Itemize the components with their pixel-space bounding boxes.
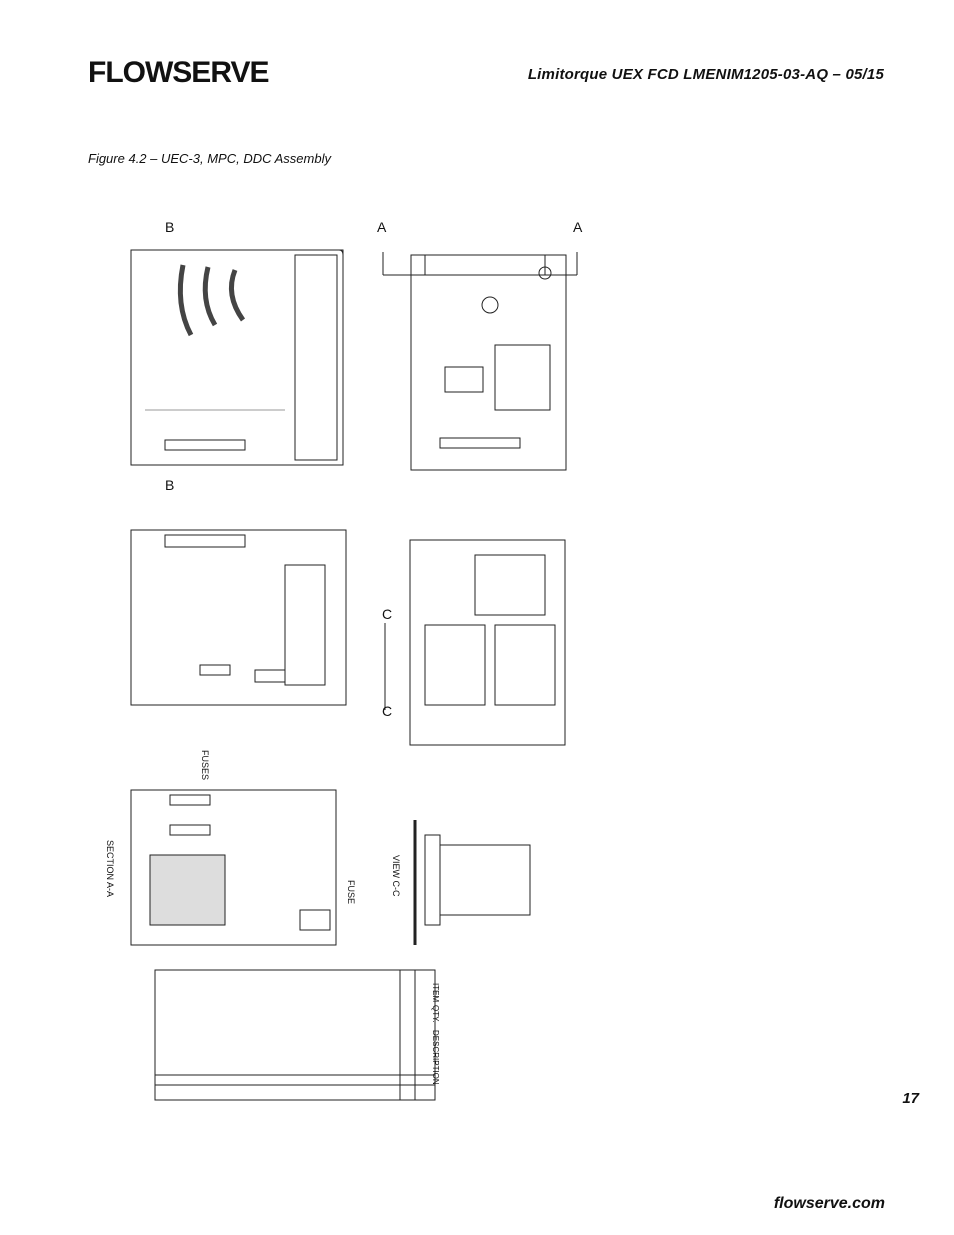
brand-name: FLOWSERVE — [88, 56, 269, 89]
section-b-label-bottom: B — [165, 477, 174, 493]
section-b-label-top: B — [165, 219, 174, 235]
parts-table-header-description: DESCRIPTION — [431, 1030, 440, 1085]
flowserve-logo: FLOWSERVE — [88, 56, 269, 89]
view-cc-label: VIEW C-C — [391, 855, 401, 897]
document-title: Limitorque UEX FCD LMENIM1205-03-AQ – 05… — [527, 66, 884, 83]
terminal-view-middle-right — [384, 539, 566, 746]
parts-table-header-qty: QTY. — [431, 1005, 440, 1023]
fuses-label: FUSES — [200, 750, 210, 780]
parts-table-header-item: ITEM — [431, 983, 440, 1002]
fuse-label: FUSE — [346, 880, 356, 904]
section-aa-view — [130, 789, 337, 946]
section-a-label-right: A — [573, 219, 583, 235]
page-number: 17 — [902, 1090, 919, 1107]
assembly-drawing: A A B B C C SECTION A-A VIEW C-C FUSES F… — [105, 219, 583, 1101]
enclosure-view-upper-left — [130, 249, 344, 466]
view-cc — [413, 820, 531, 945]
section-c-label-bottom: C — [382, 703, 392, 719]
figure-caption: Figure 4.2 – UEC-3, MPC, DDC Assembly — [88, 151, 331, 166]
board-view-middle-left — [130, 529, 347, 706]
section-c-label-top: C — [382, 606, 392, 622]
section-aa-label: SECTION A-A — [105, 840, 115, 897]
section-a-label-left: A — [377, 219, 387, 235]
parts-table — [154, 969, 436, 1101]
footer-url[interactable]: flowserve.com — [773, 1195, 885, 1212]
board-view-upper-right — [382, 252, 578, 471]
